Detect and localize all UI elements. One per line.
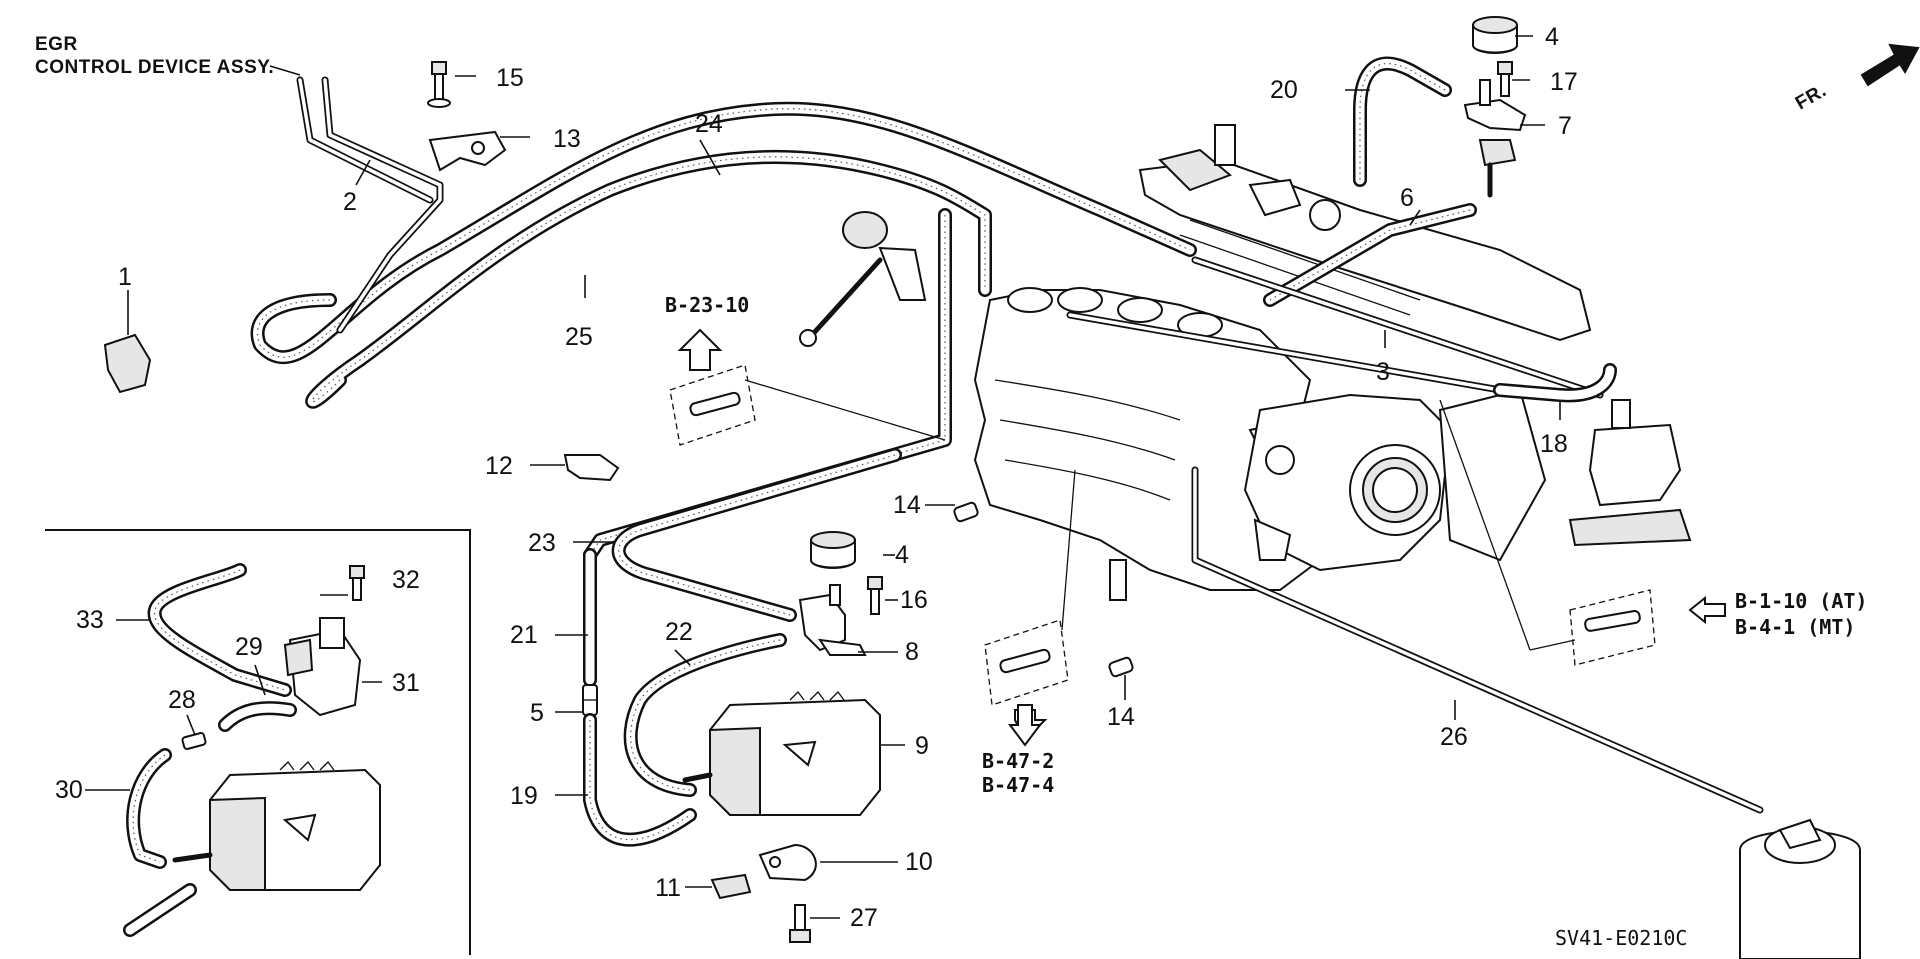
inset-fitting-28 <box>181 732 207 750</box>
callout-5: 5 <box>530 699 544 727</box>
solenoid-valve-8 <box>798 584 867 656</box>
header-label-line1: EGR <box>35 34 78 55</box>
header-label-line2: CONTROL DEVICE ASSY. <box>35 57 274 78</box>
callout-3: 3 <box>1376 358 1390 386</box>
ref-b-47-2: B-47-2 <box>982 749 1054 773</box>
callout-22: 22 <box>665 618 693 646</box>
ref-box-b1 <box>1439 399 1656 666</box>
callout-12: 12 <box>485 452 513 480</box>
hose-23 <box>611 448 902 622</box>
ref-arrow-up-b23 <box>677 328 723 371</box>
callout-9: 9 <box>915 732 929 760</box>
callout-21: 21 <box>510 621 538 649</box>
inset-box <box>45 529 471 955</box>
callout-19: 19 <box>510 782 538 810</box>
callout-8: 8 <box>905 638 919 666</box>
hose-18 <box>1493 363 1617 403</box>
clip-1 <box>103 333 152 394</box>
hose-25 <box>305 149 992 409</box>
bracket-13 <box>428 130 507 172</box>
callout-11: 11 <box>655 874 681 902</box>
callout-25: 25 <box>565 323 593 351</box>
hose-6 <box>1263 203 1477 307</box>
hose-24 <box>250 101 1197 365</box>
callout-18: 18 <box>1540 430 1568 458</box>
bracket-10 <box>758 843 817 882</box>
inset-hose-29 <box>218 701 297 732</box>
callout-26: 26 <box>1440 723 1468 751</box>
inset-hose-out <box>123 883 197 937</box>
joint-14b <box>1108 656 1134 678</box>
map-sensor <box>1568 399 1692 547</box>
callout-2: 2 <box>343 188 357 216</box>
canister-lower-right <box>1739 818 1861 959</box>
callout-numbers: 15 13 2 1 12 24 25 20 4 17 7 6 3 18 14 1… <box>55 23 1578 932</box>
callout-27: 27 <box>850 904 878 932</box>
callout-17: 17 <box>1550 68 1578 96</box>
ref-b-4-1: B-4-1 (MT) <box>1735 615 1855 639</box>
intake-manifold <box>973 287 1547 601</box>
callout-33: 33 <box>76 606 104 634</box>
callout-31: 31 <box>392 669 420 697</box>
callout-4-lower: 4 <box>895 541 909 569</box>
callout-4-upper: 4 <box>1545 23 1559 51</box>
inset-solenoid-31 <box>283 617 362 717</box>
callout-15: 15 <box>496 64 524 92</box>
joint-14a <box>953 501 979 523</box>
callout-6: 6 <box>1400 184 1414 212</box>
front-arrow-icon <box>1860 43 1920 87</box>
inset-canister <box>172 761 381 891</box>
callout-14b: 14 <box>1107 703 1135 731</box>
clip-11 <box>710 873 752 900</box>
hose-20 <box>1353 56 1452 187</box>
hose-22 <box>623 633 787 797</box>
callout-16: 16 <box>900 586 928 614</box>
callout-28: 28 <box>168 686 196 714</box>
pipe-26 <box>1191 466 1764 814</box>
callout-30: 30 <box>55 776 83 804</box>
header-leader <box>269 65 301 76</box>
callout-29: 29 <box>235 633 263 661</box>
vacuum-actuator <box>799 211 927 347</box>
callout-32: 32 <box>392 566 420 594</box>
bolt-27 <box>789 904 811 943</box>
charcoal-canister-9 <box>682 691 881 816</box>
ref-box-b23 <box>669 364 946 446</box>
callout-20: 20 <box>1270 76 1298 104</box>
cap-4-upper <box>1472 16 1518 54</box>
bolt-15 <box>427 61 451 108</box>
callout-24: 24 <box>695 110 723 138</box>
valve-7 <box>1463 79 1527 198</box>
callout-13: 13 <box>553 125 581 153</box>
hose-19 <box>583 713 697 847</box>
callout-1: 1 <box>118 263 132 291</box>
ref-b-47-4: B-47-4 <box>982 773 1054 797</box>
direction-label: FR. <box>1792 80 1830 114</box>
leader-lines <box>85 35 1561 919</box>
front-direction-indicator: FR. <box>1792 43 1920 114</box>
diagram-code: SV41-E0210C <box>1555 926 1687 950</box>
ref-arrow-right-b1 <box>1688 595 1726 625</box>
callout-7: 7 <box>1558 112 1572 140</box>
inset-hose-30 <box>126 748 172 869</box>
cap-4-lower <box>810 531 856 569</box>
callout-23: 23 <box>528 529 556 557</box>
pipe-3 <box>1066 256 1604 399</box>
clamp-12 <box>563 454 620 482</box>
bolt-16 <box>867 576 883 615</box>
bolt-17 <box>1497 61 1513 97</box>
ref-b-23-10: B-23-10 <box>665 293 749 317</box>
ref-box-b47 <box>984 469 1076 706</box>
egr-pipe-2 <box>296 76 444 334</box>
ref-b-1-10: B-1-10 (AT) <box>1735 589 1867 613</box>
fitting-5 <box>582 684 598 716</box>
inset-hose-33 <box>147 563 292 697</box>
ref-arrow-down-b47 <box>1008 704 1048 747</box>
inset-bolt-32 <box>349 565 365 601</box>
callout-10: 10 <box>905 848 933 876</box>
callout-14a: 14 <box>893 491 921 519</box>
